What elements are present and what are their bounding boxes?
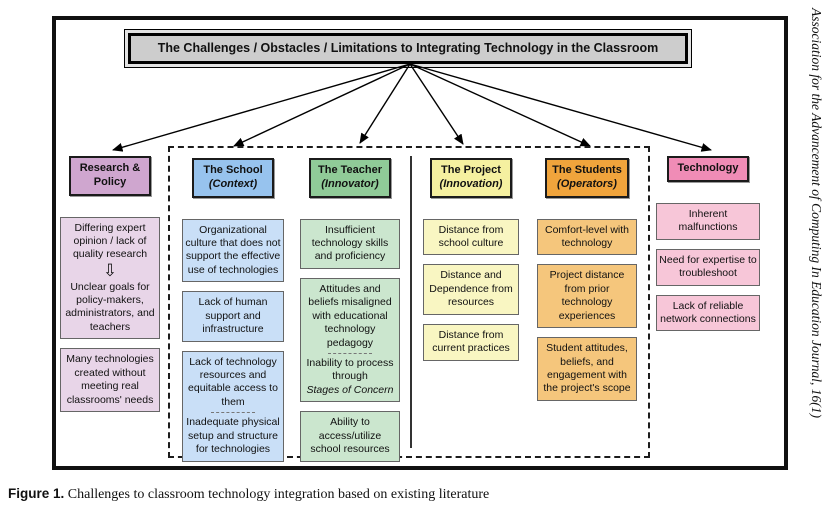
- dashed-separator: [328, 353, 372, 354]
- box-teacher-attitudes-bottom: Inability to process through: [306, 357, 394, 383]
- header-project: The Project (Innovation): [430, 158, 512, 198]
- box-students-comfort: Comfort-level with technology: [537, 218, 637, 256]
- box-school-support: Lack of human support and infrastructure: [182, 291, 284, 342]
- down-arrow-icon: ⇩: [102, 260, 118, 281]
- box-project-resources: Distance and Dependence from resources: [423, 264, 519, 315]
- box-teacher-attitudes: Attitudes and beliefs misaligned with ed…: [300, 277, 400, 403]
- header-research-line2: Policy: [93, 175, 127, 188]
- box-school-resources-bottom: Inadequate physical setup and structure …: [186, 416, 280, 456]
- figure-caption-label: Figure 1.: [8, 486, 65, 501]
- arrow-to-research-icon: [112, 63, 411, 152]
- arrow-to-students-icon: [409, 63, 591, 147]
- fan-out-arrows: [112, 63, 712, 152]
- column-teacher: The Teacher (Innovator) Insufficient tec…: [300, 158, 400, 462]
- box-research-top-text: Differing expert opinion / lack of quali…: [72, 221, 148, 261]
- header-technology-title: Technology: [677, 162, 739, 174]
- box-students-distance: Project distance from prior technology e…: [537, 264, 637, 329]
- header-students-title: The Students: [552, 164, 622, 176]
- diagram-title: The Challenges / Obstacles / Limitations…: [128, 33, 688, 64]
- diagram-frame: The Challenges / Obstacles / Limitations…: [52, 16, 788, 470]
- header-research-policy: Research & Policy: [69, 156, 151, 196]
- teacher-project-divider: [410, 156, 412, 448]
- header-research-line1: Research &: [79, 162, 141, 174]
- box-technology-expertise: Need for expertise to troubleshoot: [656, 248, 760, 286]
- figure-caption-text: Challenges to classroom technology integ…: [67, 487, 490, 502]
- arrow-to-school-icon: [233, 63, 411, 147]
- header-project-title: The Project: [441, 164, 501, 176]
- header-teacher-title: The Teacher: [318, 164, 382, 176]
- arrow-to-project-icon: [409, 63, 464, 145]
- box-technology-network: Lack of reliable network connections: [656, 294, 760, 332]
- arrow-to-teacher-icon: [359, 63, 411, 144]
- header-school: The School (Context): [192, 158, 274, 198]
- header-school-title: The School: [203, 164, 263, 176]
- figure-caption: Figure 1. Challenges to classroom techno…: [8, 486, 489, 503]
- box-research-many-technologies: Many technologies created without meetin…: [60, 348, 160, 412]
- box-teacher-attitudes-top: Attitudes and beliefs misaligned with ed…: [308, 282, 392, 349]
- header-teacher-subtitle: (Innovator): [321, 177, 379, 190]
- column-technology: Technology Inherent malfunctions Need fo…: [656, 156, 760, 332]
- box-project-school-culture: Distance from school culture: [423, 218, 519, 256]
- journal-sidebar-text: Association for the Advancement of Compu…: [809, 8, 824, 418]
- box-school-resources-top: Lack of technology resources and equitab…: [188, 355, 278, 408]
- header-teacher: The Teacher (Innovator): [309, 158, 391, 198]
- box-teacher-skills: Insufficient technology skills and profi…: [300, 218, 400, 269]
- header-technology: Technology: [667, 156, 749, 182]
- box-teacher-access: Ability to access/utilize school resourc…: [300, 411, 400, 462]
- header-students: The Students (Operators): [545, 158, 629, 198]
- column-research-policy: Research & Policy Differing expert opini…: [60, 156, 160, 412]
- box-students-attitudes: Student attitudes, beliefs, and engageme…: [537, 337, 637, 401]
- box-project-practices: Distance from current practices: [423, 323, 519, 361]
- dashed-separator: [211, 412, 255, 414]
- column-students: The Students (Operators) Comfort-level w…: [537, 158, 637, 401]
- box-research-expert-opinion: Differing expert opinion / lack of quali…: [60, 216, 160, 340]
- box-school-culture: Organizational culture that does not sup…: [182, 218, 284, 283]
- dashed-boundary-group: The School (Context) Organizational cult…: [168, 146, 650, 462]
- stages-of-concern-label: Stages of Concern: [306, 383, 394, 396]
- box-technology-malfunctions: Inherent malfunctions: [656, 202, 760, 240]
- header-school-subtitle: (Context): [208, 177, 258, 190]
- column-school: The School (Context) Organizational cult…: [182, 158, 284, 462]
- header-students-subtitle: (Operators): [557, 177, 617, 190]
- box-research-bottom-text: Unclear goals for policy-makers, adminis…: [65, 280, 155, 333]
- header-project-subtitle: (Innovation): [439, 177, 503, 190]
- arrow-to-technology-icon: [409, 63, 712, 152]
- column-project: The Project (Innovation) Distance from s…: [423, 158, 519, 361]
- box-school-resources: Lack of technology resources and equitab…: [182, 350, 284, 462]
